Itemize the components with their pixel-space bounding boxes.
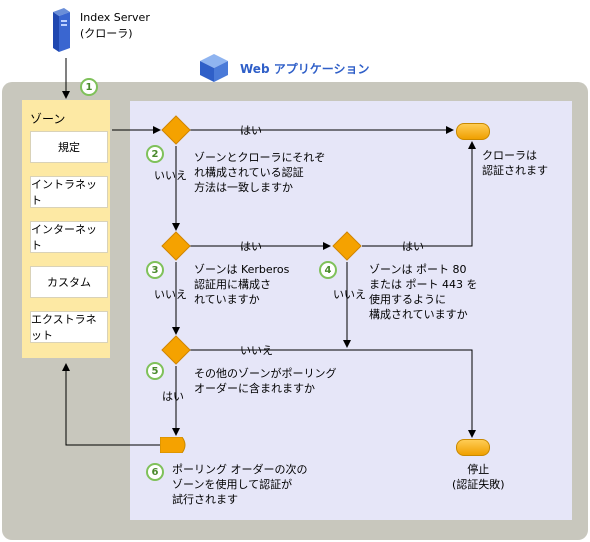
d3-no-label: いいえ: [154, 288, 187, 301]
webapp-panel: [130, 101, 572, 520]
d2-yes-label: はい: [240, 124, 262, 137]
step-2-badge: 2: [146, 145, 164, 163]
zone-intranet: イントラネット: [30, 176, 108, 208]
zone-extranet: エクストラネット: [30, 311, 108, 343]
server-label: Index Server: [80, 11, 150, 24]
step6-text: ポーリング オーダーの次のゾーンを使用して認証が試行されます: [172, 463, 308, 506]
zone-internet: インターネット: [30, 221, 108, 253]
decision-2: [161, 115, 191, 145]
d2-no-label: いいえ: [154, 169, 187, 182]
webapp-title: Web アプリケーション: [240, 62, 370, 76]
step-5-badge: 5: [146, 362, 164, 380]
d4-no-label: いいえ: [333, 288, 366, 301]
end-fail-text: 停止(認証失敗): [452, 463, 505, 491]
q5-text: その他のゾーンがポーリングオーダーに含まれますか: [194, 367, 337, 395]
q2-text: ゾーンとクローラにそれぞれ構成されている認証方法は一致しますか: [194, 151, 326, 194]
end-fail-node: [456, 439, 490, 456]
decision-5: [161, 335, 191, 365]
d5-no-label: いいえ: [240, 344, 273, 357]
step-3-badge: 3: [146, 261, 164, 279]
step-4-badge: 4: [319, 261, 337, 279]
end-success-text: クローラは認証されます: [482, 149, 548, 177]
zone-custom: カスタム: [30, 266, 108, 298]
webapp-icon: [198, 52, 230, 84]
decision-3: [161, 231, 191, 261]
d3-yes-label: はい: [240, 240, 262, 253]
d4-yes-label: はい: [402, 240, 424, 253]
end-success-node: [456, 123, 490, 140]
step-1-badge: 1: [80, 78, 98, 96]
step-6-badge: 6: [146, 463, 164, 481]
zone-title: ゾーン: [30, 112, 66, 126]
server-sublabel: (クローラ): [80, 27, 133, 40]
d5-yes-label: はい: [162, 390, 184, 403]
decision-4: [332, 231, 362, 261]
server-icon: [50, 8, 70, 52]
zone-default: 規定: [30, 131, 108, 163]
step6-node: [159, 436, 188, 454]
